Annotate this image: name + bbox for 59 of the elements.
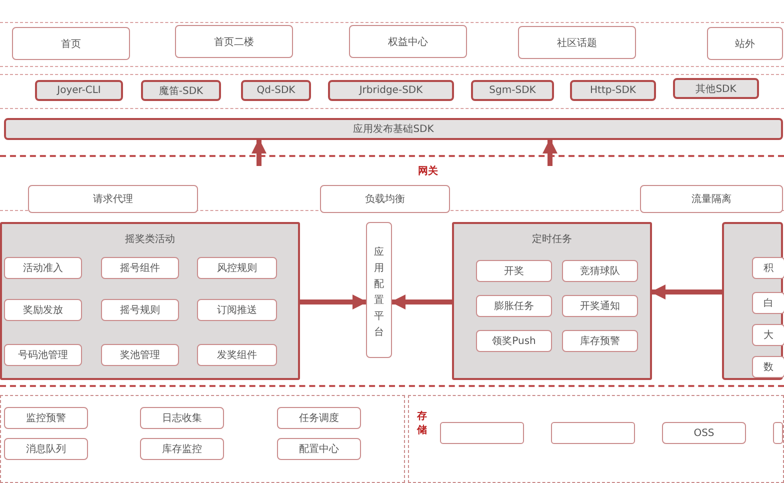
component-box: Http-SDK xyxy=(570,80,656,101)
group-title: 摇奖类活动 xyxy=(125,232,175,246)
component-box: 订阅推送 xyxy=(197,299,277,321)
group-title: 定时任务 xyxy=(532,232,572,246)
component-box: 社区话题 xyxy=(518,26,636,59)
component-box: Jrbridge-SDK xyxy=(328,80,454,101)
block-arrow xyxy=(542,138,558,166)
component-box: 库存监控 xyxy=(140,438,224,460)
section-label: 存储 xyxy=(417,410,428,438)
component-box: 奖池管理 xyxy=(101,344,179,366)
component-box: 任务调度 xyxy=(277,407,361,429)
component-box: 负载均衡 xyxy=(320,185,450,213)
component-box: 奖励发放 xyxy=(4,299,82,321)
component-box: 站外 xyxy=(707,27,783,60)
component-box: 摇号组件 xyxy=(101,257,179,279)
component-box: 数 xyxy=(752,356,784,378)
component-box: 摇号规则 xyxy=(101,299,179,321)
component-box: 配置中心 xyxy=(277,438,361,460)
block-arrow xyxy=(252,138,266,166)
component-box: OSS xyxy=(662,422,746,444)
component-box: 膨胀任务 xyxy=(476,295,552,317)
component-box: 请求代理 xyxy=(28,185,198,213)
component-box: Sgm-SDK xyxy=(471,80,554,101)
component-box: 大 xyxy=(752,324,784,346)
component-box: 开奖 xyxy=(476,260,552,282)
component-box: 监控预警 xyxy=(4,407,88,429)
group-panel xyxy=(452,222,652,380)
component-box: 积 xyxy=(752,257,784,279)
component-box: 发奖组件 xyxy=(197,344,277,366)
component-box: 号码池管理 xyxy=(4,344,82,366)
empty-box xyxy=(551,422,635,444)
component-box: 白 xyxy=(752,292,784,314)
component-box: 权益中心 xyxy=(349,25,467,58)
component-box: 首页二楼 xyxy=(175,25,293,58)
box-label: 应用配置平台 xyxy=(373,246,385,340)
component-box: 消息队列 xyxy=(4,438,88,460)
component-box: 其他SDK xyxy=(673,78,759,99)
block-arrow xyxy=(390,294,452,310)
component-box: 首页 xyxy=(12,27,130,60)
component-box: 竞猜球队 xyxy=(562,260,638,282)
block-arrow xyxy=(650,284,722,300)
base-bar: 应用发布基础SDK xyxy=(4,118,783,140)
group-panel xyxy=(722,222,783,380)
component-box: 流量隔离 xyxy=(640,185,783,213)
component-box: 库存预警 xyxy=(562,330,638,352)
empty-box xyxy=(773,422,783,444)
component-box xyxy=(366,222,392,358)
component-box: 日志收集 xyxy=(140,407,224,429)
component-box: 魔笛-SDK xyxy=(141,80,221,101)
component-box: 领奖Push xyxy=(476,330,552,352)
empty-box xyxy=(440,422,524,444)
block-arrow xyxy=(300,294,368,310)
component-box: 活动准入 xyxy=(4,257,82,279)
group-panel xyxy=(0,222,300,380)
component-box: 开奖通知 xyxy=(562,295,638,317)
section-label: 网关 xyxy=(418,164,438,178)
component-box: Joyer-CLI xyxy=(35,80,123,101)
component-box: 风控规则 xyxy=(197,257,277,279)
component-box: Qd-SDK xyxy=(241,80,311,101)
